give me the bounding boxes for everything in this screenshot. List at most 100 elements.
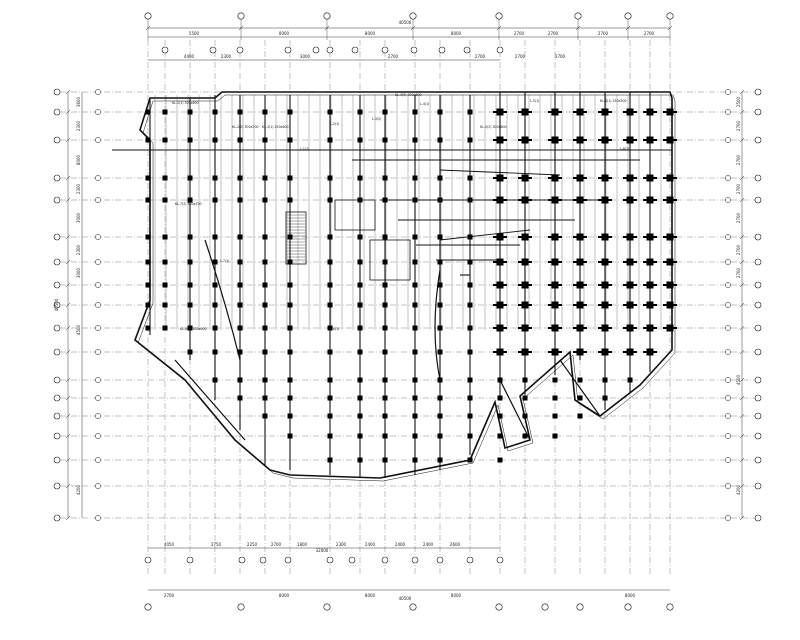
column: [437, 302, 443, 308]
column: [237, 302, 243, 308]
column: [382, 457, 388, 463]
right-dimension-text: 4200: [736, 484, 741, 495]
axis-bubble-left-inner: [95, 377, 101, 383]
beam-label: L-1(1): [300, 147, 309, 151]
axis-bubble-left-inner: [95, 457, 101, 463]
axis-bubble-left-inner: [95, 137, 101, 143]
bottom-outer-dimension-text: 8000: [625, 593, 636, 598]
axis-bubble-right-inner: [725, 109, 731, 115]
column-haunch: [598, 111, 612, 113]
column-haunch: [573, 304, 587, 306]
right-dimension-text: 2700: [736, 120, 741, 131]
dim-tick: [65, 282, 71, 288]
axis-bubble-left: [53, 136, 61, 144]
axis-bubble-left-inner: [95, 109, 101, 115]
column-haunch: [663, 199, 677, 201]
top-mid-dimension-text: 2700: [475, 54, 486, 59]
column: [187, 109, 193, 115]
beam-label: L-3(2): [372, 117, 381, 121]
column: [467, 349, 473, 355]
column-haunch: [493, 139, 507, 141]
axis-bubble-bottom-outer: [576, 603, 584, 611]
column: [162, 325, 168, 331]
dim-tick: [739, 282, 745, 288]
column: [262, 413, 268, 419]
left-dimension-text: 4500: [76, 324, 81, 335]
axis-bubble-left-inner: [95, 175, 101, 181]
axis-bubble-right-inner: [725, 325, 731, 331]
column-haunch: [663, 284, 677, 286]
axis-bubble-bottom-outer: [323, 603, 331, 611]
top-dimension-text: 2700: [548, 31, 559, 36]
column: [187, 137, 193, 143]
column: [552, 377, 558, 383]
axis-bubble-bottom-outer: [624, 603, 632, 611]
column: [327, 259, 333, 265]
column: [467, 413, 473, 419]
bottom-outer-dimension-text: 8000: [451, 593, 462, 598]
column-haunch: [548, 351, 562, 353]
column: [212, 349, 218, 355]
column-haunch: [518, 236, 532, 238]
column: [412, 175, 418, 181]
column-haunch: [598, 284, 612, 286]
column: [497, 433, 503, 439]
column: [412, 395, 418, 401]
column-haunch: [573, 351, 587, 353]
axis-bubble-left: [53, 514, 61, 522]
top-dimension-text: 5500: [189, 31, 200, 36]
dim-tick: [739, 234, 745, 240]
axis-bubble-bottom-outer: [237, 603, 245, 611]
bottom-dimension-text: 4050: [164, 542, 175, 547]
column: [437, 349, 443, 355]
column: [145, 234, 151, 240]
dim-tick: [667, 25, 673, 31]
column: [262, 395, 268, 401]
column: [327, 433, 333, 439]
axis-bubble-right-inner: [725, 515, 731, 521]
column: [412, 377, 418, 383]
diagonal-beam-sw: [174, 359, 246, 441]
column-haunch: [663, 111, 677, 113]
column: [412, 433, 418, 439]
dim-tick: [65, 515, 71, 521]
column: [412, 325, 418, 331]
dim-tick: [410, 25, 416, 31]
column-haunch: [518, 261, 532, 263]
column: [357, 259, 363, 265]
column-haunch: [548, 177, 562, 179]
column: [437, 433, 443, 439]
column-haunch: [518, 111, 532, 113]
axis-bubble-left-inner: [95, 302, 101, 308]
column-haunch: [518, 139, 532, 141]
top-dimension-text: 8000: [451, 31, 462, 36]
column: [287, 259, 293, 265]
axis-bubble-left: [53, 394, 61, 402]
column-haunch: [643, 177, 657, 179]
axis-bubble-left: [53, 258, 61, 266]
dim-tick: [739, 89, 745, 95]
column: [162, 109, 168, 115]
top-overall-dimension: 40500: [399, 20, 412, 25]
column: [212, 175, 218, 181]
axis-bubble-right: [754, 394, 762, 402]
dim-tick: [65, 259, 71, 265]
beam-label: KL-6(1) 250x500: [600, 99, 627, 103]
axis-bubble-top-inner: [326, 46, 334, 54]
column: [162, 302, 168, 308]
beam-label: KL-2(2) 300x700: [232, 125, 259, 129]
column: [467, 433, 473, 439]
column: [187, 175, 193, 181]
axis-bubble-bottom: [144, 556, 152, 564]
column: [262, 137, 268, 143]
axis-bubble-left-inner: [95, 234, 101, 240]
column: [577, 413, 583, 419]
beam-label: KL-1(1) 300x600: [172, 101, 199, 105]
column: [552, 433, 558, 439]
column: [262, 175, 268, 181]
column-haunch: [643, 236, 657, 238]
column: [357, 325, 363, 331]
axis-bubble-left: [53, 301, 61, 309]
building-outline-layer: [134, 91, 676, 482]
axis-bubble-right: [754, 108, 762, 116]
